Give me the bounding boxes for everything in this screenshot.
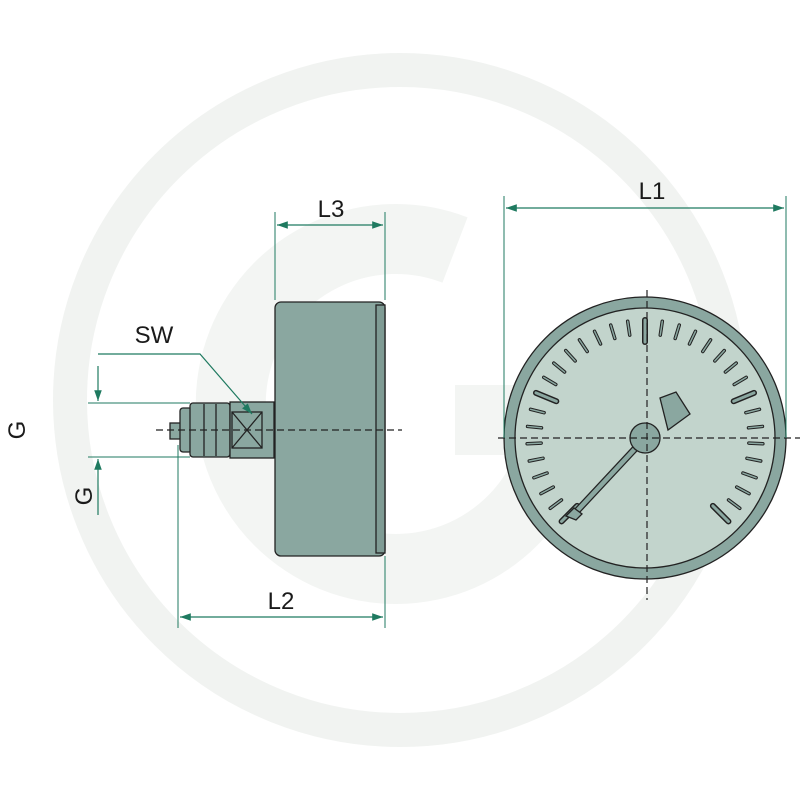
- dimension-g-connection: G: [71, 366, 190, 515]
- gauge-side-view: [169, 301, 386, 557]
- tick-fill: [714, 349, 725, 362]
- tick-fill: [578, 339, 588, 353]
- tick-fill: [526, 442, 542, 445]
- tick-fill: [748, 442, 764, 445]
- tick-fill: [526, 425, 543, 429]
- tick-fill: [549, 499, 563, 510]
- tick-fill: [540, 486, 555, 495]
- tick-fill: [746, 457, 762, 462]
- tick-fill: [735, 486, 750, 495]
- label-sw: SW: [135, 322, 174, 349]
- sw-leader: SW: [98, 322, 253, 415]
- tick-fill: [727, 499, 741, 510]
- tick-fill: [529, 408, 545, 414]
- label-g-connection: G: [71, 487, 98, 506]
- tick-fill: [733, 376, 747, 386]
- tick-fill: [745, 408, 761, 414]
- tick-fill: [659, 320, 664, 336]
- dimension-l2: L2: [177, 445, 386, 628]
- gauge-case-side: [274, 301, 386, 557]
- tick-fill: [674, 324, 681, 340]
- dimension-l1: L1: [503, 178, 787, 438]
- tick-fill: [747, 425, 764, 429]
- tick-fill: [732, 391, 756, 403]
- tick-fill: [593, 330, 602, 345]
- tick-fill: [724, 362, 737, 373]
- tick-fill: [543, 376, 557, 386]
- tick-fill: [534, 391, 558, 403]
- tick-fill: [688, 330, 697, 345]
- label-l3: L3: [318, 196, 345, 223]
- tick-fill: [533, 472, 548, 479]
- tick-fill: [626, 320, 631, 336]
- dimension-l3: L3: [274, 196, 386, 300]
- tick-fill: [553, 362, 566, 373]
- tick-fill: [711, 504, 730, 523]
- label-l2: L2: [268, 588, 295, 615]
- label-g-left: G: [4, 421, 31, 440]
- tick-fill: [565, 349, 576, 362]
- bezel-edge: [375, 304, 386, 554]
- tick-fill: [702, 339, 712, 353]
- tick-fill: [742, 472, 757, 479]
- tick-fill: [528, 457, 544, 462]
- tick-fill: [609, 324, 616, 340]
- label-l1: L1: [639, 178, 666, 205]
